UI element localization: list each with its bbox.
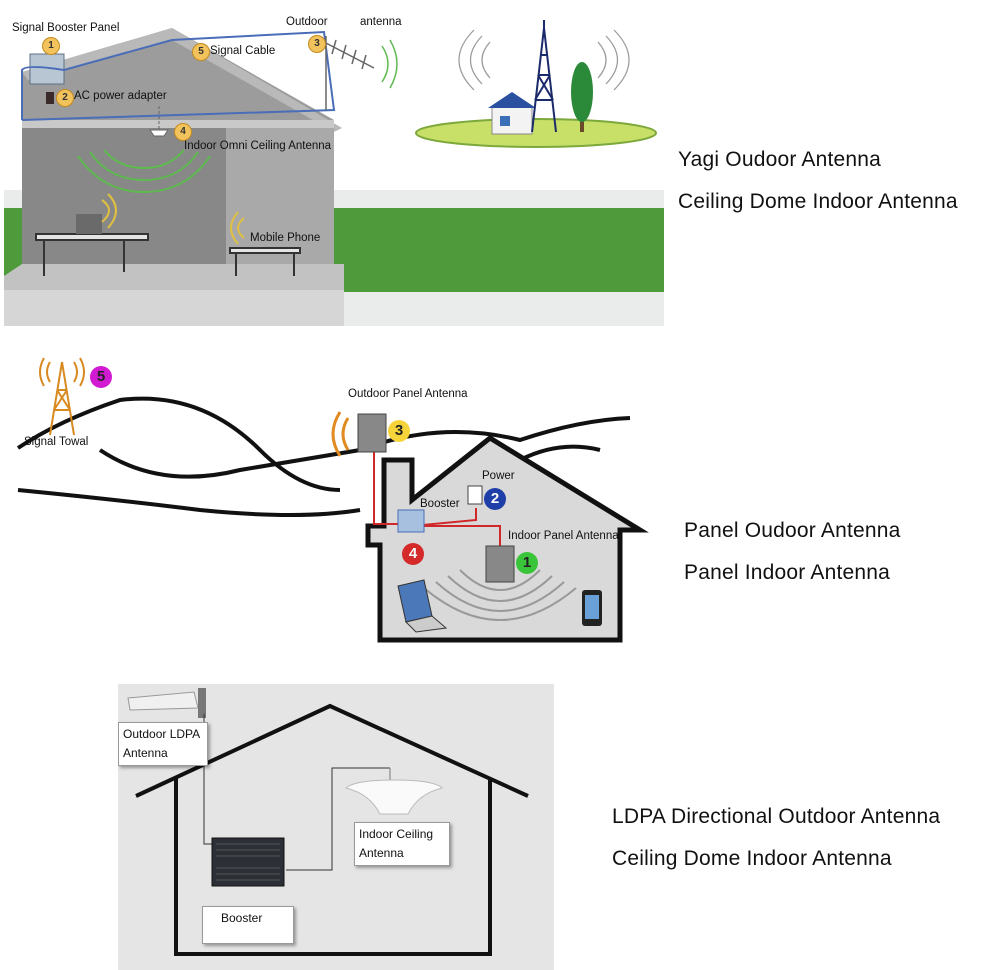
label-indoor-omni-ceiling-antenna: Indoor Omni Ceiling Antenna bbox=[184, 140, 332, 152]
indoor-panel-antenna-icon bbox=[485, 545, 515, 583]
booster-icon bbox=[397, 509, 425, 533]
ceiling-antenna-waves bbox=[77, 149, 211, 194]
ceiling-dome-icon bbox=[345, 779, 443, 815]
badge-5: 5 bbox=[192, 43, 210, 61]
label-booster: Booster bbox=[221, 911, 263, 925]
table-right bbox=[229, 247, 301, 276]
diagram-yagi-illustration bbox=[4, 20, 664, 326]
outdoor-panel-antenna-icon bbox=[357, 413, 387, 453]
diagram-ldpa-ceiling: Outdoor LDPA Antenna Indoor Ceiling Ante… bbox=[118, 684, 554, 970]
caption-ceiling-dome-indoor-2: Ceiling Dome Indoor Antenna bbox=[612, 847, 892, 870]
caption-yagi-outdoor: Yagi Oudoor Antenna bbox=[678, 148, 882, 171]
label-outdoor-panel-antenna: Outdoor Panel Antenna bbox=[348, 388, 468, 400]
label-outdoor-ldpa-antenna: Antenna bbox=[123, 746, 168, 760]
house-roof bbox=[135, 703, 529, 798]
label-power: Power bbox=[482, 470, 515, 482]
cell-tower-icon bbox=[531, 20, 557, 133]
label-antenna: antenna bbox=[360, 16, 402, 28]
label-signal-cable: Signal Cable bbox=[210, 45, 276, 57]
label-outdoor-ldpa: Outdoor LDPA bbox=[123, 727, 201, 741]
label-box-booster: Booster bbox=[202, 906, 294, 944]
label-box-outdoor-ldpa: Outdoor LDPA Antenna bbox=[118, 722, 208, 766]
badge-2: 2 bbox=[484, 488, 506, 510]
label-signal-booster-panel: Signal Booster Panel bbox=[12, 22, 120, 34]
label-booster: Booster bbox=[420, 498, 460, 510]
caption-panel-outdoor: Panel Oudoor Antenna bbox=[684, 519, 901, 542]
laptop-icon bbox=[76, 214, 102, 234]
diagram-yagi-ceiling: 1 Signal Booster Panel 5 Signal Cable Ou… bbox=[4, 0, 664, 326]
badge-2: 2 bbox=[56, 89, 74, 107]
badge-1: 1 bbox=[42, 37, 60, 55]
diagram-panel-illustration bbox=[16, 357, 649, 643]
label-signal-towal: Signal Towal bbox=[24, 436, 89, 448]
badge-3: 3 bbox=[388, 420, 410, 442]
caption-ldpa-outdoor: LDPA Directional Outdoor Antenna bbox=[612, 805, 941, 828]
outdoor-panel-waves bbox=[331, 411, 350, 457]
label-indoor-panel-antenna: Indoor Panel Antenna bbox=[508, 530, 619, 542]
badge-5: 5 bbox=[90, 366, 112, 388]
grass-field bbox=[304, 208, 664, 292]
cable bbox=[286, 767, 390, 871]
label-mobile-phone: Mobile Phone bbox=[250, 232, 321, 244]
ldpa-antenna-icon bbox=[127, 691, 199, 711]
ac-adapter-icon bbox=[46, 92, 54, 104]
badge-4: 4 bbox=[402, 543, 424, 565]
device-waves bbox=[101, 193, 245, 245]
field-ellipse bbox=[415, 118, 657, 148]
house-outline bbox=[365, 434, 649, 643]
signal-tower-icon bbox=[39, 357, 85, 436]
label-outdoor: Outdoor bbox=[286, 16, 328, 28]
indoor-panel-waves bbox=[423, 569, 577, 621]
badge-4: 4 bbox=[174, 123, 192, 141]
caption-ceiling-dome-indoor-1: Ceiling Dome Indoor Antenna bbox=[678, 190, 958, 213]
ceiling-dome-icon bbox=[149, 129, 169, 137]
small-house-roof bbox=[488, 92, 536, 108]
badge-3: 3 bbox=[308, 35, 326, 53]
house-walls bbox=[174, 778, 492, 956]
tree-icon bbox=[571, 62, 593, 122]
caption-panel-indoor: Panel Indoor Antenna bbox=[684, 561, 891, 584]
signal-cable bbox=[21, 30, 336, 121]
label-box-indoor-ceiling: Indoor Ceiling Antenna bbox=[354, 822, 450, 866]
house-roof bbox=[22, 28, 342, 132]
diagram-panel-panel: 5 Signal Towal Outdoor Panel Antenna 3 P… bbox=[0, 340, 670, 650]
label-ac-power-adapter: AC power adapter bbox=[74, 90, 167, 102]
power-outlet-icon bbox=[467, 485, 483, 505]
label-indoor-ceiling-antenna: Antenna bbox=[359, 846, 404, 860]
label-indoor-ceiling: Indoor Ceiling bbox=[359, 827, 434, 841]
tower-waves bbox=[458, 29, 630, 91]
diagram-ldpa-illustration bbox=[127, 688, 529, 956]
yagi-antenna-icon bbox=[323, 36, 375, 110]
booster-icon bbox=[211, 837, 285, 887]
badge-1: 1 bbox=[516, 552, 538, 574]
yagi-waves bbox=[381, 39, 398, 89]
